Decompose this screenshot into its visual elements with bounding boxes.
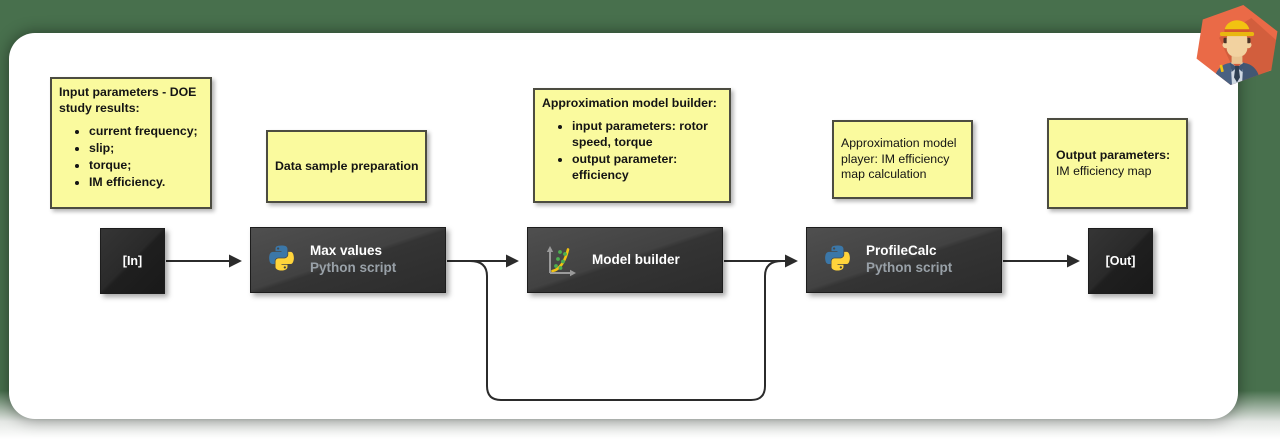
note-output-parameters[interactable]: Output parameters: IM efficiency map [1047, 118, 1188, 209]
note-title: Approximation model builder: [542, 96, 717, 110]
python-logo-icon [822, 244, 853, 276]
note-bullet-list: current frequency; slip; torque; IM effi… [89, 124, 203, 191]
python-logo-icon [266, 244, 297, 276]
note-bullet-item: current frequency; [89, 124, 203, 140]
node-model-builder[interactable]: Model builder [527, 227, 723, 293]
note-text: Approximation model player: IM efficienc… [841, 135, 957, 182]
note-text: IM efficiency map [1056, 163, 1152, 178]
note-text: Data sample preparation [275, 158, 419, 173]
node-subtitle: Python script [310, 260, 397, 275]
node-label: [In] [122, 254, 143, 268]
note-title: Output parameters: [1056, 147, 1171, 162]
note-title: Input parameters - DOE study results: [59, 85, 197, 115]
node-title: Max values [310, 243, 383, 259]
note-bullet-item: torque; [89, 158, 203, 174]
node-title: ProfileCalc [866, 243, 937, 259]
note-approximation-model-player[interactable]: Approximation model player: IM efficienc… [832, 120, 973, 199]
note-bullet-list: input parameters: rotor speed, torque ou… [572, 119, 722, 184]
note-approximation-model-builder[interactable]: Approximation model builder: input param… [533, 88, 731, 203]
node-subtitle: Python script [866, 260, 953, 275]
node-in-port[interactable]: [In] [100, 228, 165, 294]
node-max-values-script[interactable]: Max values Python script [250, 227, 446, 293]
note-bullet-item: input parameters: rotor speed, torque [572, 119, 722, 151]
note-input-parameters[interactable]: Input parameters - DOE study results: cu… [50, 77, 212, 209]
engineer-avatar-icon [1196, 4, 1278, 87]
node-out-port[interactable]: [Out] [1088, 228, 1153, 294]
node-profilecalc-script[interactable]: ProfileCalc Python script [806, 227, 1002, 293]
note-bullet-item: output parameter: efficiency [572, 152, 722, 184]
node-title: Model builder [592, 251, 680, 267]
node-label: [Out] [1105, 254, 1136, 268]
note-data-sample-preparation[interactable]: Data sample preparation [266, 130, 427, 203]
scatter-chart-icon [543, 242, 579, 278]
engineer-badge [1192, 3, 1280, 87]
note-bullet-item: slip; [89, 141, 203, 157]
note-bullet-item: IM efficiency. [89, 175, 203, 191]
